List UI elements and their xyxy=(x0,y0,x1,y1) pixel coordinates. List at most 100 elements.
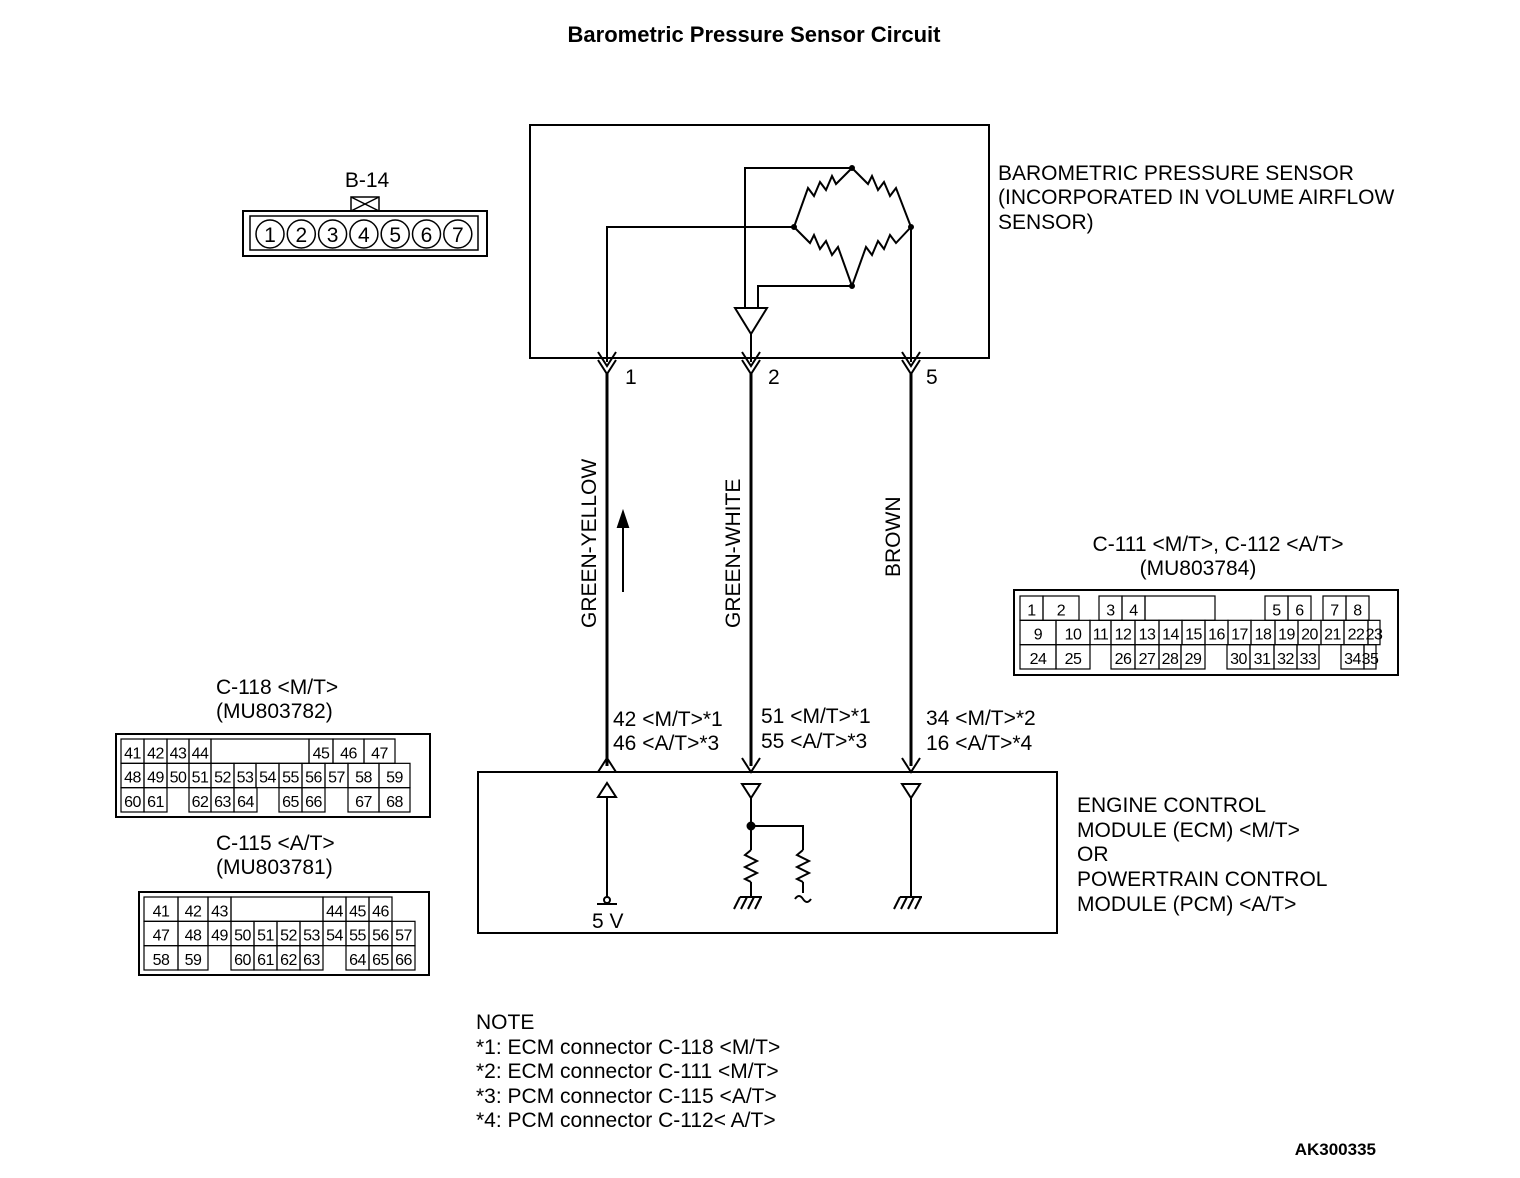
connector-pin-number: 32 xyxy=(1277,651,1294,668)
connector-c118-label-line-1: C-118 <M/T> xyxy=(216,676,338,699)
note-heading: NOTE xyxy=(476,1011,534,1034)
connector-pin-number: 55 xyxy=(349,928,366,945)
connector-pin-number: 43 xyxy=(170,745,187,762)
sensor-pin-marks xyxy=(597,351,921,376)
connector-pin-number: 15 xyxy=(1185,627,1202,644)
connector-pin-number: 61 xyxy=(147,794,164,811)
connector-pin-number: 56 xyxy=(372,928,389,945)
connector-pin-number: 67 xyxy=(355,794,372,811)
connector-pin-number: 68 xyxy=(386,794,403,811)
b14-pin-circle xyxy=(380,219,410,249)
terminal-label-2-at: 55 <A/T>*3 xyxy=(761,730,867,753)
connector-pin-number: 41 xyxy=(124,745,141,762)
figure-code: AK300335 xyxy=(1295,1140,1376,1159)
barometric-pressure-sensor xyxy=(529,124,990,362)
connector-c111-label-line-2: (MU803784) xyxy=(1140,557,1257,580)
terminal-label-2-mt: 51 <M/T>*1 xyxy=(761,705,871,728)
connector-pin-number: 6 xyxy=(1295,602,1304,619)
terminal-label-1-at: 46 <A/T>*3 xyxy=(613,732,719,755)
connector-pin-number: 19 xyxy=(1278,627,1295,644)
connector-pin-number: 54 xyxy=(326,928,343,945)
connector-pin-number: 4 xyxy=(1129,602,1138,619)
bridge-resistor-network xyxy=(606,167,912,362)
ground-circuit xyxy=(893,783,922,910)
connector-pin-number: 59 xyxy=(185,952,202,969)
terminal-label-5-mt: 34 <M/T>*2 xyxy=(926,707,1036,730)
connector-pin-number: 62 xyxy=(192,794,209,811)
connector-pin-number: 31 xyxy=(1254,651,1271,668)
connector-pin-number: 64 xyxy=(349,952,366,969)
connector-pin-number: 65 xyxy=(372,952,389,969)
connector-cell xyxy=(301,787,326,813)
b14-pin-circle xyxy=(317,219,348,249)
connector-pin-number: 27 xyxy=(1139,651,1156,668)
diagram-title: Barometric Pressure Sensor Circuit xyxy=(568,22,942,47)
supply-5v-circuit xyxy=(596,781,618,905)
connector-pin-number: 3 xyxy=(1106,602,1115,619)
note-line-1: *1: ECM connector C-118 <M/T> xyxy=(476,1036,780,1059)
connector-pin-number: 43 xyxy=(211,903,228,920)
connector-pin-number: 35 xyxy=(1362,651,1379,668)
connector-pin-number: 1 xyxy=(1027,602,1036,619)
connector-pin-number: 60 xyxy=(124,794,141,811)
connector-pin-number: 16 xyxy=(1208,627,1225,644)
connector-pin-number: 63 xyxy=(303,952,320,969)
b14-pin-circle xyxy=(411,219,442,249)
connector-cell xyxy=(177,945,209,971)
b14-pin-number: 4 xyxy=(358,224,370,247)
sensor-pin-5: 5 xyxy=(926,366,938,389)
connector-pin-number: 52 xyxy=(280,928,297,945)
terminal-label-5-at: 16 <A/T>*4 xyxy=(926,732,1033,755)
connector-c111-label-line-1: C-111 <M/T>, C-112 <A/T> xyxy=(1093,533,1344,556)
connector-pin-number: 58 xyxy=(355,770,372,787)
connector-pin-number: 51 xyxy=(257,928,274,945)
connector-pin-number: 49 xyxy=(147,770,164,787)
connector-pin-number: 17 xyxy=(1231,627,1248,644)
b14-pin-circle xyxy=(443,219,473,249)
connector-pin-number: 12 xyxy=(1115,627,1132,644)
connector-pin-number: 66 xyxy=(395,952,412,969)
connector-pin-number: 28 xyxy=(1162,651,1179,668)
connector-pin-number: 14 xyxy=(1162,627,1179,644)
connector-cell xyxy=(378,787,411,813)
connector-pin-number: 23 xyxy=(1366,627,1383,644)
connector-pin-number: 24 xyxy=(1030,651,1047,668)
connector-pin-number: 58 xyxy=(153,952,170,969)
connector-pin-number: 57 xyxy=(328,770,345,787)
connector-pin-number: 47 xyxy=(153,928,170,945)
connector-cell xyxy=(1180,644,1206,670)
sensor-pin-1: 1 xyxy=(625,366,637,389)
connector-pin-number: 52 xyxy=(214,770,231,787)
connector-pin-number: 48 xyxy=(185,928,202,945)
connector-pin-number: 9 xyxy=(1034,627,1043,644)
supply-5v-label: 5 V xyxy=(592,910,624,933)
note-line-3: *3: PCM connector C-115 <A/T> xyxy=(476,1085,777,1108)
wires xyxy=(605,372,913,766)
connector-cell xyxy=(233,787,258,813)
connector-pin-number: 46 xyxy=(340,745,357,762)
b14-pin-number: 5 xyxy=(389,224,401,247)
b14-pin-number: 2 xyxy=(295,224,307,247)
ecm-label-line-5: MODULE (PCM) <A/T> xyxy=(1077,893,1296,916)
ecm-label-line-2: MODULE (ECM) <M/T> xyxy=(1077,819,1300,842)
connector-pin-number: 56 xyxy=(305,770,322,787)
b14-pin-number: 7 xyxy=(452,224,464,247)
connector-c115-label-line-1: C-115 <A/T> xyxy=(216,832,335,855)
b14-pin-number: 6 xyxy=(421,224,433,247)
connector-pin-number: 2 xyxy=(1057,602,1066,619)
sensor-label-line-1: BAROMETRIC PRESSURE SENSOR xyxy=(998,162,1354,185)
connector-pin-number: 45 xyxy=(349,903,366,920)
connector-c118-label-line-2: (MU803782) xyxy=(216,700,333,723)
b14-pin-number: 3 xyxy=(327,224,339,247)
connector-cell xyxy=(143,787,168,813)
b14-pin-circle xyxy=(349,219,379,249)
sensor-label-line-3: SENSOR) xyxy=(998,211,1094,234)
connector-pin-number: 42 xyxy=(185,903,202,920)
wire-label-green-white: GREEN-WHITE xyxy=(722,479,745,628)
connector-cell xyxy=(1144,595,1216,621)
connector-pin-number: 53 xyxy=(237,770,254,787)
